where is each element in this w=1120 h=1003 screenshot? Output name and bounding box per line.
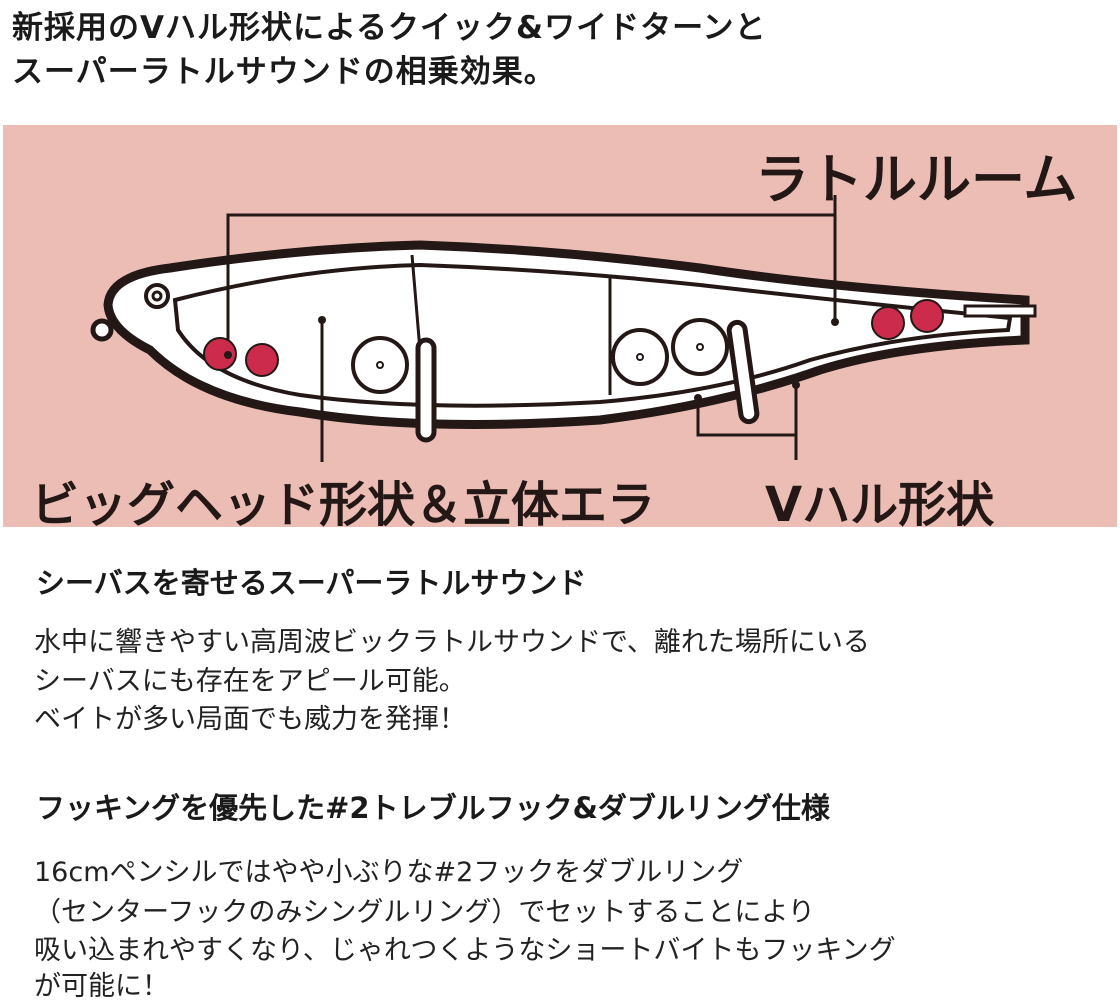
rattle-ball — [871, 306, 905, 340]
belly-hanger-center — [726, 319, 760, 425]
headline-line-2: スーパーラトルサウンドの相乗効果。 — [12, 54, 556, 90]
lure-body-inner — [172, 262, 1013, 408]
belly-hanger-front — [415, 337, 437, 443]
rattle-ball — [910, 299, 944, 333]
weight-disc — [351, 336, 409, 394]
section-text-line: （センターフックのみシングルリング）でセットすることにより — [34, 897, 815, 928]
section-text-line: 16cmペンシルではやや小ぶりな#2フックをダブルリング — [34, 857, 744, 888]
weight-disc — [671, 318, 729, 376]
rattle-ball — [245, 343, 279, 377]
section-text-line: ベイトが多い局面でも威力を発揮！ — [34, 704, 466, 735]
lure-diagram-panel: ラトルルーム ビッグヘッド形状＆立体エラ Vハル形状 — [3, 125, 1117, 533]
headline-line-1: 新採用のVハル形状によるクイック&ワイドターンと — [12, 10, 767, 46]
leader-v-hull — [696, 385, 798, 460]
label-rattle-room: ラトルルーム — [755, 148, 1078, 211]
lure-cross-section-illustration — [90, 195, 1037, 462]
tail-eye — [963, 304, 1037, 318]
section-text-line: 吸い込まれやすくなり、じゃれつくようなショートバイトもフッキング — [34, 935, 896, 966]
leader-dot — [694, 394, 702, 402]
section-heading-hook-spec: フッキングを優先した#2トレブルフック&ダブルリング仕様 — [36, 791, 830, 825]
lure-eye — [144, 283, 170, 309]
line-tie-eye — [90, 318, 114, 342]
section-text-line: 水中に響きやすい高周波ビックラトルサウンドで、離れた場所にいる — [34, 627, 870, 658]
lure-body-outline — [103, 240, 1030, 429]
section-text-line: シーバスにも存在をアピール可能。 — [34, 666, 466, 697]
section-heading-rattle-sound: シーバスを寄せるスーパーラトルサウンド — [36, 566, 587, 600]
leader-dot — [318, 316, 326, 324]
weight-disc — [611, 328, 669, 386]
leader-dot — [831, 318, 839, 326]
label-v-hull: Vハル形状 — [765, 477, 995, 533]
section-text-line: が可能に！ — [34, 971, 169, 1002]
leader-dot — [792, 381, 800, 389]
label-big-head: ビッグヘッド形状＆立体エラ — [31, 477, 656, 533]
leader-dot — [224, 351, 232, 359]
rattle-ball — [203, 337, 237, 371]
leader-rattle-room — [226, 195, 837, 355]
